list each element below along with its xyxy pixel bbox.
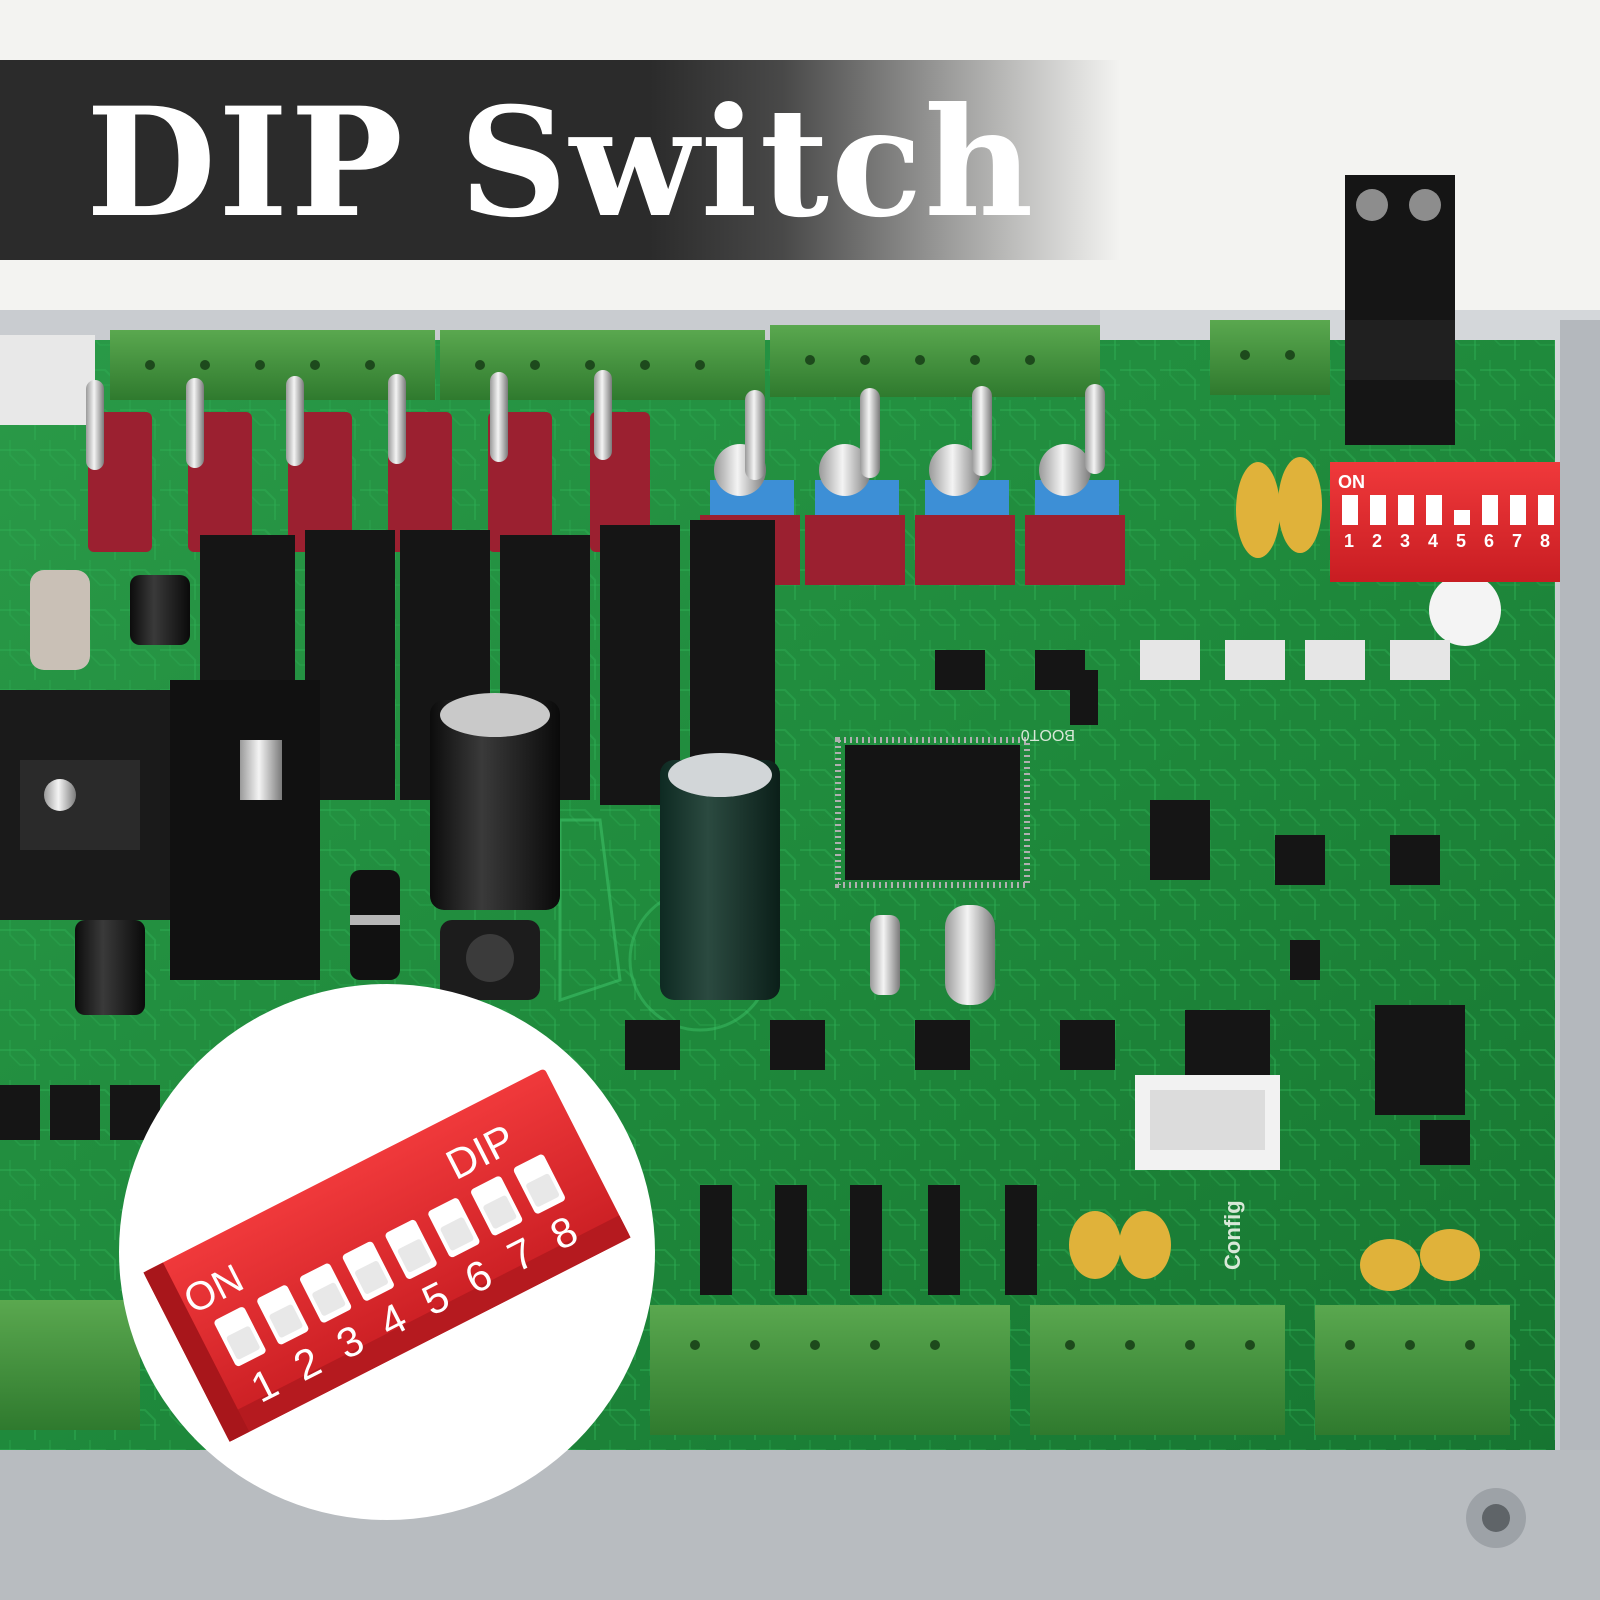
red-toggle-switches (86, 370, 650, 552)
board-dip-on-label: ON (1338, 472, 1365, 492)
board-dip-number-5: 5 (1456, 531, 1466, 551)
board-dip-number-8: 8 (1540, 531, 1550, 551)
inductor (350, 870, 540, 1000)
voltage-regulators (1140, 640, 1450, 680)
board-dip-number-7: 7 (1512, 531, 1522, 551)
jumpers (700, 670, 1098, 1295)
yellow-capacitors (1069, 457, 1480, 1291)
microcontroller-chip (835, 737, 1030, 888)
board-dip-number-4: 4 (1428, 531, 1438, 551)
board-dip-number-2: 2 (1372, 531, 1382, 551)
board-dip-number-1: 1 (1344, 531, 1354, 551)
screw-terminal (1345, 175, 1455, 445)
small-ics (0, 650, 1470, 1165)
mounting-hole-icon (1429, 574, 1501, 646)
bottom-terminal-blocks (0, 1300, 1510, 1435)
closeup-inset: ON DIP 1 2 3 4 5 6 7 8 (119, 984, 655, 1520)
title-banner (0, 60, 1120, 260)
boot-silkscreen-label: BOOT0 (1021, 726, 1075, 743)
board-dip-number-3: 3 (1400, 531, 1410, 551)
board-dip-number-6: 6 (1484, 531, 1494, 551)
config-silkscreen-label: Config (1220, 1200, 1245, 1270)
board-dip-switch: ON 1 2 3 4 5 6 7 8 (1330, 462, 1560, 582)
page-title: DIP Switch (86, 75, 1036, 251)
white-connector (1135, 1075, 1280, 1170)
top-terminal-blocks (0, 320, 1330, 425)
metal-toggle-switches (700, 384, 1125, 585)
crystals (870, 905, 995, 1005)
electrolytic-capacitors (30, 570, 780, 1015)
heatsink (0, 680, 320, 980)
